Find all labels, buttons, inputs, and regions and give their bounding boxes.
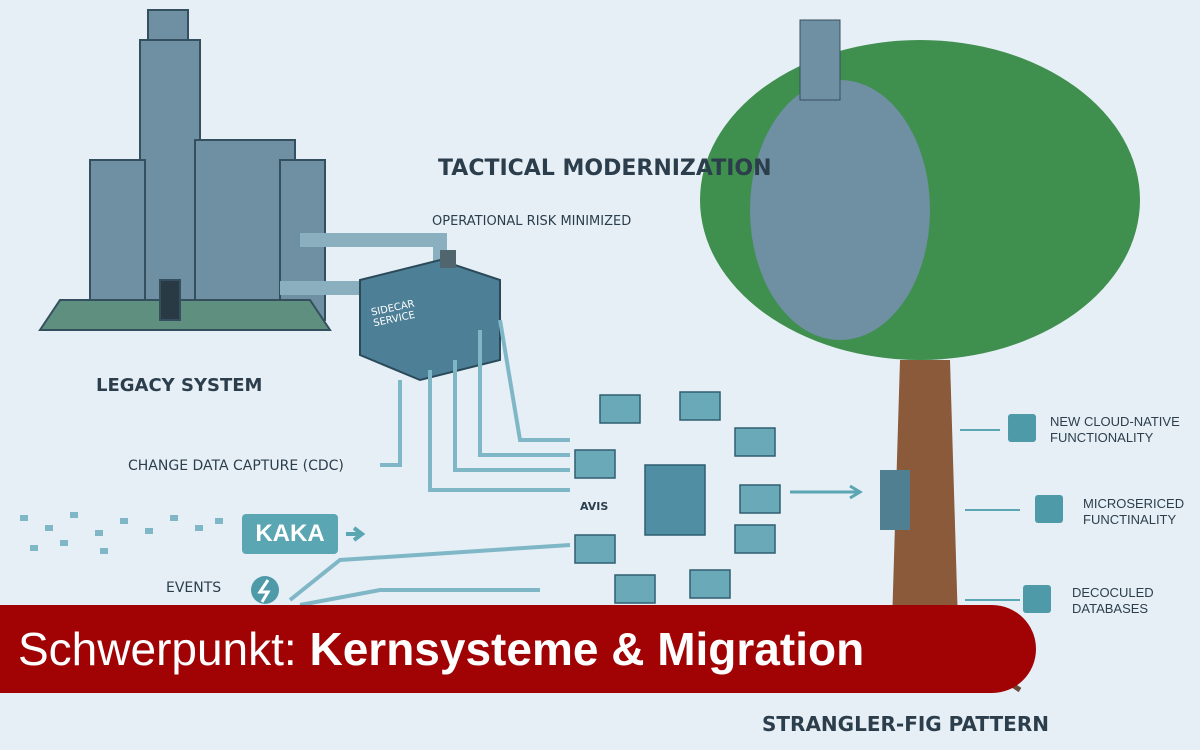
network-icon <box>1035 495 1063 523</box>
lightning-icon <box>251 576 279 604</box>
microservice-mesh <box>574 391 781 604</box>
cdc-label: CHANGE DATA CAPTURE (CDC) <box>128 458 344 474</box>
legacy-system-label: LEGACY SYSTEM <box>96 375 263 396</box>
strangler-fig-label: STRANGLER-FIG PATTERN <box>762 712 1049 736</box>
legacy-castle <box>38 9 332 331</box>
banner-prefix: Schwerpunkt: <box>18 623 297 675</box>
arrow-icon <box>346 526 366 542</box>
topic-banner: Schwerpunkt: Kernsysteme & Migration <box>0 605 1036 693</box>
kafka-badge: KAKA <box>242 514 338 554</box>
events-label: EVENTS <box>166 580 222 596</box>
mesh-center-label: AVIS <box>580 500 609 513</box>
sidecar-box <box>359 250 501 382</box>
diagram-subtitle: OPERATIONAL RISK MINIMIZED <box>432 214 632 229</box>
flow-arrows <box>288 319 571 607</box>
lightbulb-icon <box>1008 414 1036 442</box>
event-particles <box>20 512 223 554</box>
diagram-title: TACTICAL MODERNIZATION <box>438 156 772 181</box>
gear-icon <box>1023 585 1051 613</box>
banner-title: Kernsysteme & Migration <box>309 623 865 675</box>
